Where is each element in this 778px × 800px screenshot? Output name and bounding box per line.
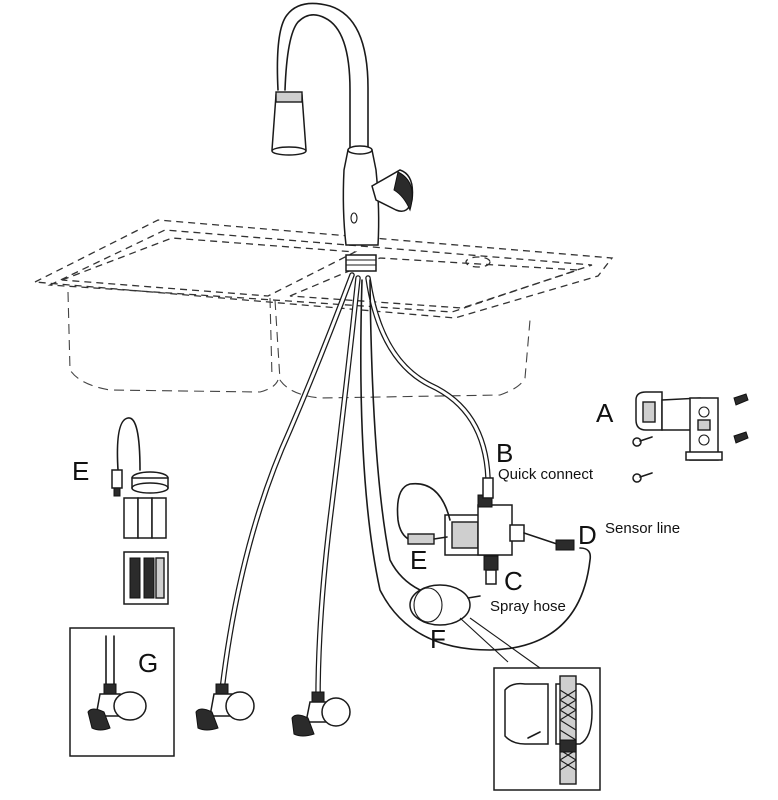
angle-valve-right — [291, 691, 351, 737]
label-e-battery: E — [72, 456, 90, 486]
double-sink-outline — [32, 219, 614, 399]
label-spray-hose: Spray hose — [490, 598, 566, 615]
label-d: D — [578, 520, 597, 550]
label-quick-connect: Quick connect — [498, 466, 594, 483]
control-valve-box — [396, 477, 575, 585]
label-sensor-line: Sensor line — [605, 520, 681, 537]
supply-hoses — [219, 272, 592, 703]
label-a: A — [596, 398, 614, 428]
angle-valve-inset — [69, 627, 175, 757]
pull-down-faucet — [271, 2, 414, 272]
label-c: C — [504, 566, 523, 596]
angle-valve-left — [195, 683, 255, 731]
battery-box — [111, 417, 169, 605]
hose-weight — [409, 584, 541, 669]
label-e-cable: E — [410, 545, 428, 575]
label-b: B — [496, 438, 514, 468]
weight-detail-inset — [493, 667, 601, 791]
mounting-bracket-kit — [632, 391, 749, 483]
label-f: F — [430, 624, 446, 654]
label-g: G — [138, 648, 159, 678]
